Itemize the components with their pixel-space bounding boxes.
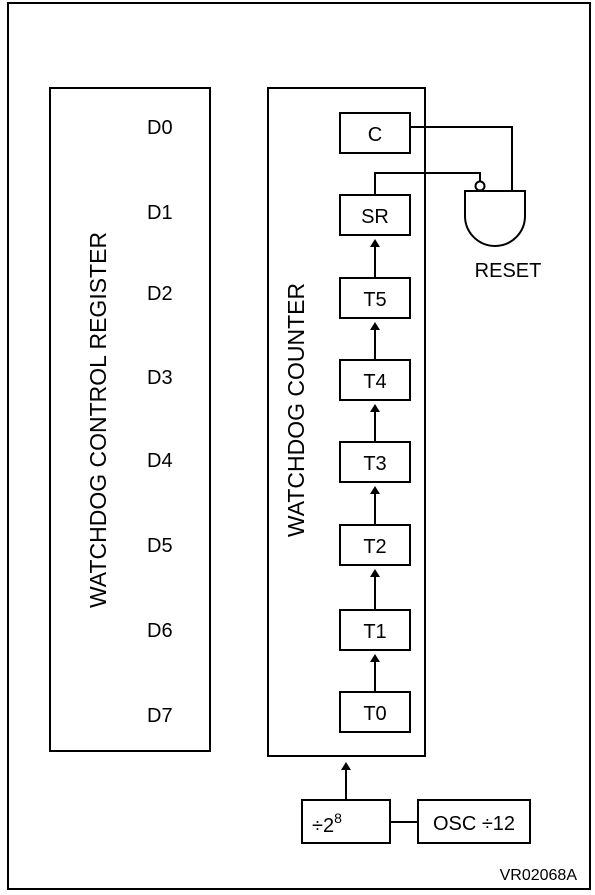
stage-t2-label: T2 (363, 536, 386, 558)
register-bit-d5: D5 (147, 535, 173, 557)
stage-t1-label: T1 (363, 621, 386, 643)
register-bit-d2: D2 (147, 283, 173, 305)
stage-c-box (339, 112, 411, 154)
stage-sr-label: SR (361, 206, 389, 228)
register-bit-d4: D4 (147, 450, 173, 472)
wire-c-to-gate (410, 126, 513, 192)
control-register-box (49, 87, 211, 752)
outer-frame (7, 2, 591, 890)
prescaler-base: ÷2 (312, 815, 334, 837)
stage-t5-label: T5 (363, 289, 386, 311)
prescaler-exponent: 8 (334, 810, 342, 826)
register-bit-d3: D3 (147, 367, 173, 389)
oscillator-label: OSC ÷12 (433, 813, 515, 835)
stage-c-label: C (368, 124, 382, 146)
figure-code: VR02068A (500, 867, 578, 884)
prescaler-label: ÷28 (312, 810, 342, 837)
wire-sr-to-gate (374, 172, 481, 195)
watchdog-counter-title: WATCHDOG COUNTER (283, 283, 309, 537)
stage-t4-label: T4 (363, 371, 386, 393)
stage-t3-label: T3 (363, 453, 386, 475)
control-register-title: WATCHDOG CONTROL REGISTER (85, 232, 111, 608)
stage-t3-box (339, 441, 411, 483)
register-bit-d7: D7 (147, 705, 173, 727)
stage-t4-box (339, 359, 411, 401)
stage-t0-label: T0 (363, 703, 386, 725)
prescaler-box (301, 799, 391, 844)
register-bit-d0: D0 (147, 117, 173, 139)
oscillator-box (417, 799, 531, 844)
stage-t0-box (339, 691, 411, 733)
register-bit-d6: D6 (147, 620, 173, 642)
inverter-bubble (474, 180, 486, 192)
stage-t2-box (339, 524, 411, 566)
reset-label: RESET (475, 260, 542, 282)
reset-gate (464, 190, 526, 247)
register-bit-d1: D1 (147, 202, 173, 224)
stage-t1-box (339, 609, 411, 651)
